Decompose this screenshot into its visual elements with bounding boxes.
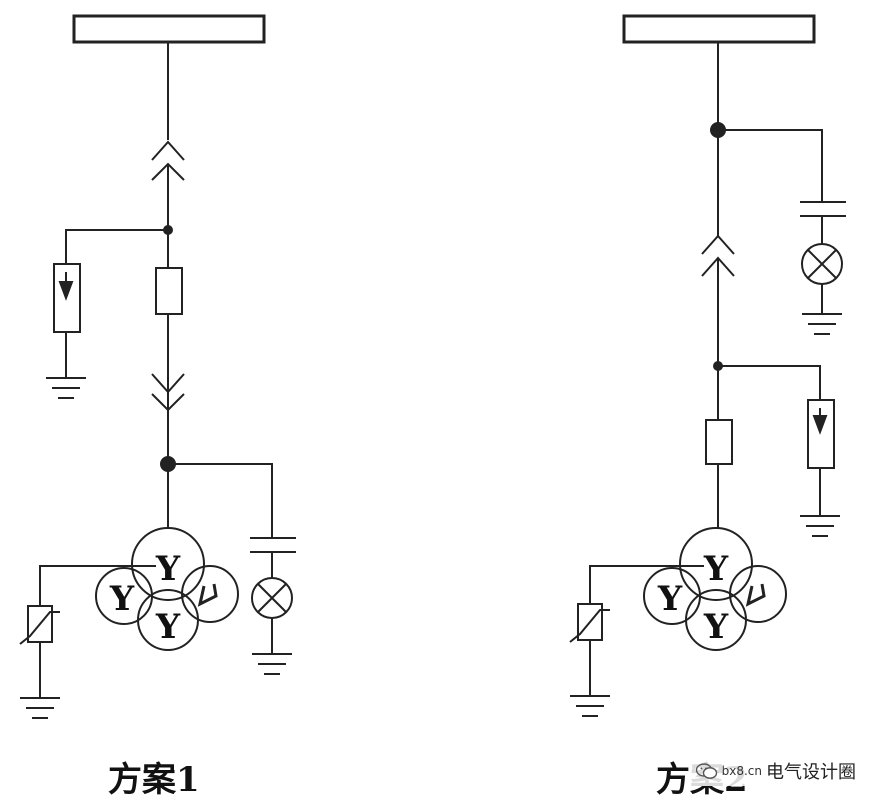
scheme-1 bbox=[19, 14, 296, 719]
watermark-site: bx8.cn bbox=[721, 764, 762, 778]
fuse-left bbox=[155, 267, 183, 315]
winding-symbol-right-top: Y bbox=[703, 549, 729, 589]
watermark-account: 电气设计圈 bbox=[766, 762, 856, 783]
ground-right-1 bbox=[802, 313, 842, 335]
voltage-transformer-left bbox=[95, 527, 239, 651]
busbar-right bbox=[622, 14, 816, 44]
indicator-lamp-left bbox=[251, 577, 293, 619]
open-delta-symbol-right bbox=[745, 583, 766, 607]
ground-right-3 bbox=[570, 695, 610, 717]
indicator-lamp-right bbox=[801, 243, 843, 285]
voltage-transformer-right bbox=[643, 527, 787, 651]
scheme-2 bbox=[569, 14, 846, 717]
winding-symbol-left-side: Y bbox=[109, 579, 135, 619]
ground-right-2 bbox=[800, 515, 840, 537]
scheme-1-label: 方案1 bbox=[108, 760, 200, 800]
wechat-icon bbox=[695, 763, 717, 779]
ground-left-1 bbox=[46, 377, 86, 399]
winding-symbol-right-side: Y bbox=[657, 579, 683, 619]
fuse-right bbox=[705, 419, 733, 465]
open-delta-symbol-left bbox=[197, 583, 218, 607]
busbar-left bbox=[72, 14, 266, 44]
winding-symbol-left-bottom: Y bbox=[155, 607, 181, 647]
winding-symbol-right-bottom: Y bbox=[703, 607, 729, 647]
ground-left-3 bbox=[20, 697, 60, 719]
ground-left-2 bbox=[252, 653, 292, 675]
watermark: bx8.cn 电气设计圈 bbox=[689, 756, 862, 786]
winding-symbol-left-top: Y bbox=[155, 549, 181, 589]
